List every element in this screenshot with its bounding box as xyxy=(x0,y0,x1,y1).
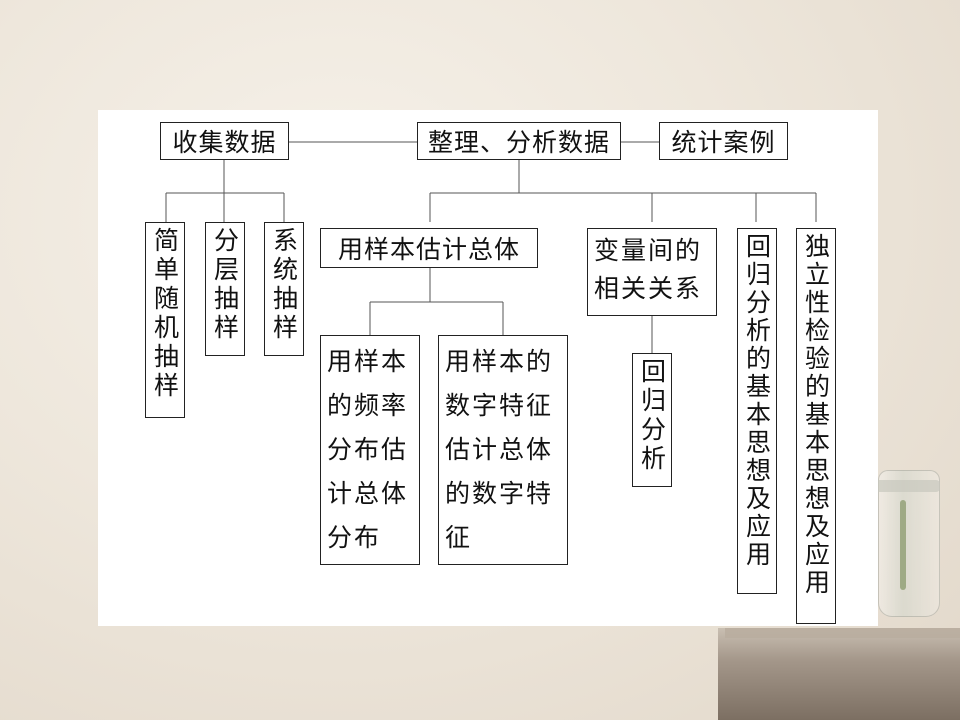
background-table-edge xyxy=(725,628,960,638)
node-numeric-features-estimate: 用样本的数字特征估计总体的数字特征 xyxy=(438,335,568,565)
background-plant xyxy=(900,500,906,590)
node-organize-analyze-data: 整理、分析数据 xyxy=(417,122,621,160)
background-table xyxy=(718,628,960,720)
node-frequency-distribution-estimate: 用样本的频率分布估计总体分布 xyxy=(320,335,420,565)
node-independence-test-basic-ideas: 独立性检验的基本思想及应用 xyxy=(796,228,836,624)
node-collect-data: 收集数据 xyxy=(160,122,289,160)
node-systematic-sampling: 系统抽样 xyxy=(264,222,304,356)
node-stratified-sampling: 分层抽样 xyxy=(205,222,245,356)
node-variable-correlation: 变量间的相关关系 xyxy=(587,228,717,316)
node-regression-basic-ideas: 回归分析的基本思想及应用 xyxy=(737,228,777,594)
node-statistical-cases: 统计案例 xyxy=(659,122,788,160)
background-jar-lid xyxy=(874,480,940,492)
node-regression-analysis: 回归分析 xyxy=(632,353,672,487)
node-sample-estimate-population: 用样本估计总体 xyxy=(320,228,538,268)
background-jar xyxy=(878,470,940,617)
node-simple-random-sampling: 简单随机抽样 xyxy=(145,222,185,418)
